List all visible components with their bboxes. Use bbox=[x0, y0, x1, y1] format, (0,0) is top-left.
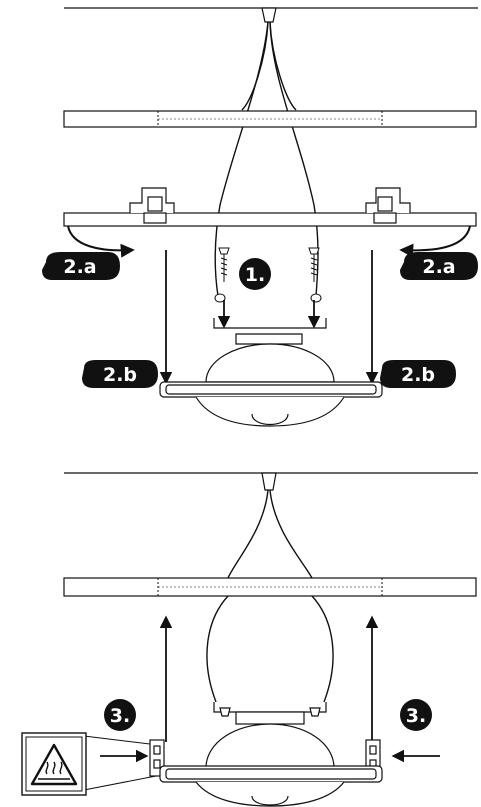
hot-surface-warning-icon bbox=[21, 732, 87, 796]
step-badge-2a-right: 2.a bbox=[400, 252, 478, 280]
step-badge-1: 1. bbox=[239, 258, 271, 290]
step-badge-3-right: 3. bbox=[400, 699, 432, 731]
lamp-bracket-bottom bbox=[213, 702, 327, 725]
mounting-plate-top bbox=[63, 187, 477, 227]
step-badge-2b-right: 2.b bbox=[380, 360, 456, 388]
step-badge-3-left: 3. bbox=[104, 699, 136, 731]
lamp-fixture-bottom bbox=[159, 723, 383, 807]
screw-icon bbox=[308, 247, 322, 303]
lamp-bracket-top bbox=[213, 318, 327, 329]
step-label-1: 1. bbox=[245, 264, 265, 286]
step-label-2b-left: 2.b bbox=[103, 364, 137, 386]
step-label-3-right: 3. bbox=[406, 705, 426, 727]
ceiling-hook-top bbox=[261, 7, 277, 23]
step-label-2b-right: 2.b bbox=[401, 364, 435, 386]
step-badge-2b-left: 2.b bbox=[82, 360, 158, 388]
top-panel bbox=[63, 7, 478, 427]
rotate-arrow-right bbox=[399, 225, 471, 258]
screw-icon bbox=[214, 247, 230, 303]
suspension-cables-top bbox=[214, 21, 319, 297]
suspension-cables-bottom bbox=[206, 489, 334, 703]
warning-pointer bbox=[83, 735, 157, 791]
rotate-arrow-left bbox=[67, 225, 135, 258]
step-label-2a-right: 2.a bbox=[422, 256, 455, 278]
ceiling-hook-bottom bbox=[261, 472, 277, 491]
step-label-2a-left: 2.a bbox=[63, 256, 96, 278]
step-label-3-left: 3. bbox=[110, 705, 130, 727]
lamp-fixture-top bbox=[159, 333, 383, 427]
step-badge-2a-left: 2.a bbox=[42, 252, 120, 280]
bottom-panel bbox=[21, 472, 478, 807]
